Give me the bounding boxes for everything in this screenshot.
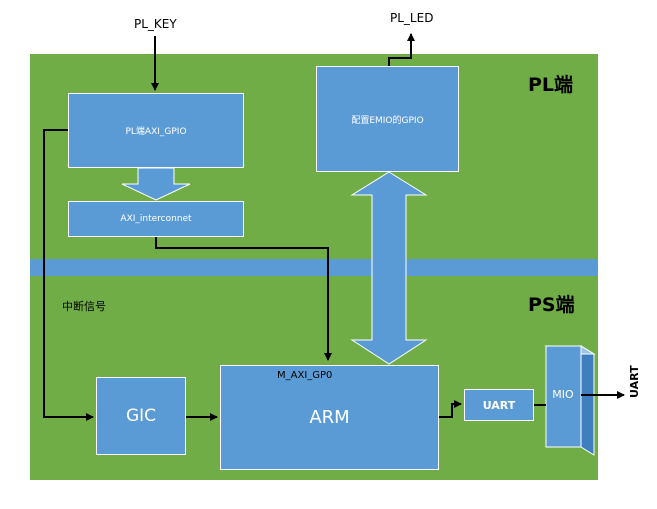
emio-arm-double-arrow [350,171,428,365]
axi-interconnect-label: AXI_interconnet [120,214,192,224]
pl-axi-gpio-label: PL端AXI_GPIO [125,127,187,137]
mio-label: MIO [552,388,574,401]
arm-block: ARM [220,365,439,470]
interconnect-to-arm-line [155,237,332,361]
pl-key-label: PL_KEY [134,17,177,31]
interrupt-signal-label: 中断信号 [62,300,106,313]
pl-led-label: PL_LED [390,11,434,25]
pl-axi-gpio-block: PL端AXI_GPIO [68,93,244,168]
pl-led-arrow [388,33,415,66]
pl-ps-divider-band [30,259,598,276]
arm-label: ARM [309,407,350,428]
m-axi-gp0-label: M_AXI_GP0 [277,370,333,381]
gic-label: GIC [125,406,157,426]
emio-gpio-label: 配置EMIO的GPIO [351,115,424,126]
pl-region-label: PL端 [528,74,574,96]
uart-block: UART [464,389,534,421]
arm-to-uart-arrow [439,400,462,418]
axi-interconnect-block: AXI_interconnet [68,201,244,237]
emio-gpio-block: 配置EMIO的GPIO [316,66,459,172]
ps-region-label: PS端 [528,294,575,316]
uart-label: UART [482,398,516,412]
gpio-to-interconnect-block-arrow [121,167,191,201]
gic-block: GIC [96,377,186,455]
interrupt-line [43,129,94,421]
mio-box-front [545,345,582,448]
mio-box-side [580,345,595,456]
